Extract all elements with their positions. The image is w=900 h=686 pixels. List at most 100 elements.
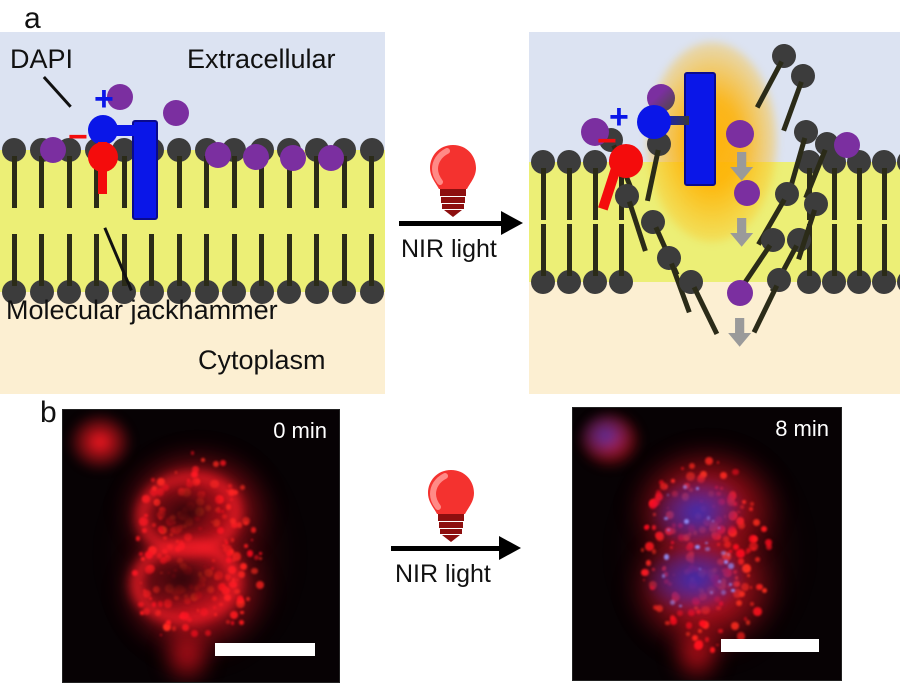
scale-bar-left	[215, 643, 315, 656]
lipid-tail	[231, 234, 237, 286]
extracellular-label: Extracellular	[187, 44, 336, 74]
lipid-tail	[204, 234, 209, 286]
fluorescence-blob	[760, 525, 767, 533]
schematic-after: + −	[529, 32, 900, 394]
fluorescence-blob	[670, 599, 676, 605]
lipid-tail	[94, 156, 99, 208]
lipid-tail	[286, 156, 292, 208]
fluorescence-blob	[681, 467, 685, 471]
fluorescence-blob	[665, 620, 670, 626]
fluorescence-blob	[243, 544, 248, 548]
fluorescence-blob	[691, 635, 699, 642]
fluorescence-blob	[667, 528, 670, 532]
fluorescence-blob	[705, 541, 708, 544]
lipid-tail	[881, 168, 887, 220]
fluorescence-blob	[136, 536, 141, 541]
panel-letter-b: b	[40, 396, 57, 429]
fluorescence-blob	[683, 485, 688, 490]
fluorescence-blob	[241, 516, 251, 526]
fluorescence-blob	[645, 560, 652, 566]
panel-letter-a: a	[24, 2, 41, 35]
fluorescence-blob	[717, 526, 720, 529]
fluorescence-blob	[669, 617, 678, 625]
fluorescence-blob	[752, 535, 759, 543]
fluorescence-blob	[259, 551, 262, 555]
fluorescence-blob	[728, 582, 732, 586]
downward-arrow-icon	[727, 318, 752, 353]
lipid-tail	[540, 168, 546, 220]
dapi-molecule	[727, 280, 753, 306]
fluorescence-blob	[733, 589, 742, 598]
lipid-tail	[341, 156, 347, 208]
fluorescence-blob	[694, 640, 704, 649]
fluorescence-blob	[230, 537, 235, 542]
fluorescence-blob	[732, 544, 739, 551]
fluorescence-blob	[716, 643, 719, 647]
lipid-tail	[856, 168, 862, 220]
fluorescence-blob	[745, 552, 748, 555]
fluorescence-blob	[736, 548, 745, 558]
fluorescence-blob	[695, 544, 700, 550]
fluorescence-blob	[709, 647, 716, 653]
fluorescence-blob	[751, 547, 756, 551]
lightbulb-icon-bottom	[425, 468, 477, 547]
fluorescence-blob	[749, 586, 753, 589]
fluorescence-blob	[190, 450, 195, 455]
fluorescence-blob	[151, 477, 155, 482]
lipid-tail	[39, 156, 44, 208]
jackhammer-linker	[96, 125, 140, 136]
lipid-tail	[341, 234, 347, 286]
fluorescence-blob	[163, 623, 172, 632]
jackhammer-cationic-head	[88, 115, 118, 145]
lipid-tail	[259, 156, 264, 208]
right-arrow-shaft	[399, 221, 503, 226]
jackhammer-cationic-head-after	[637, 105, 671, 139]
fluorescence-blob	[736, 517, 744, 525]
negative-charge-sign-after: −	[597, 122, 617, 160]
lipid-tail	[204, 156, 209, 208]
fluorescence-blob	[716, 461, 720, 464]
fluorescence-blob	[240, 610, 244, 615]
micrograph-0min[interactable]: 0 min	[62, 409, 340, 683]
fluorescence-blob	[764, 539, 772, 547]
fluorescence-blob	[706, 516, 710, 520]
fluorescence-blob	[741, 583, 750, 592]
fluorescence-blob	[731, 622, 739, 630]
fluorescence-blob	[700, 470, 707, 478]
fluorescence-blob	[655, 492, 664, 501]
fluorescence-blob	[717, 579, 722, 584]
fluorescence-blob	[688, 609, 695, 616]
fluorescence-blob	[236, 599, 245, 609]
fluorescence-blob	[670, 545, 674, 549]
fluorescence-blob	[250, 538, 253, 541]
fluorescence-blob	[721, 550, 726, 555]
fluorescence-blob	[655, 490, 661, 496]
jackhammer-bar	[132, 120, 158, 220]
fluorescence-blob	[752, 518, 761, 527]
fluorescence-blob	[736, 600, 743, 607]
fluorescence-blob	[749, 601, 755, 607]
right-arrow-shaft-bottom	[391, 546, 501, 551]
fluorescence-blob	[723, 559, 729, 564]
dapi-molecule	[581, 118, 609, 146]
fluorescence-blob	[727, 525, 736, 534]
fluorescence-blob	[716, 605, 721, 610]
lipid-tail	[11, 234, 17, 286]
fluorescence-blob	[651, 497, 660, 506]
fluorescence-blob	[251, 567, 258, 575]
fluorescence-blob	[653, 604, 659, 610]
fluorescence-blob	[581, 414, 631, 458]
fluorescence-blob	[705, 546, 710, 552]
micrograph-8min[interactable]: 8 min	[572, 407, 842, 681]
lipid-tail	[540, 224, 546, 276]
negative-charge-sign: −	[68, 118, 88, 156]
scale-bar-right	[721, 639, 819, 652]
fluorescence-blob	[651, 549, 656, 554]
nir-light-transition-bottom: NIR light	[391, 468, 531, 588]
downward-arrow-icon	[729, 152, 754, 187]
fluorescence-blob	[259, 556, 262, 560]
dapi-molecule	[726, 120, 754, 148]
fluorescence-blob	[766, 543, 773, 550]
lipid-tail	[369, 234, 374, 286]
fluorescence-blob	[671, 622, 723, 680]
